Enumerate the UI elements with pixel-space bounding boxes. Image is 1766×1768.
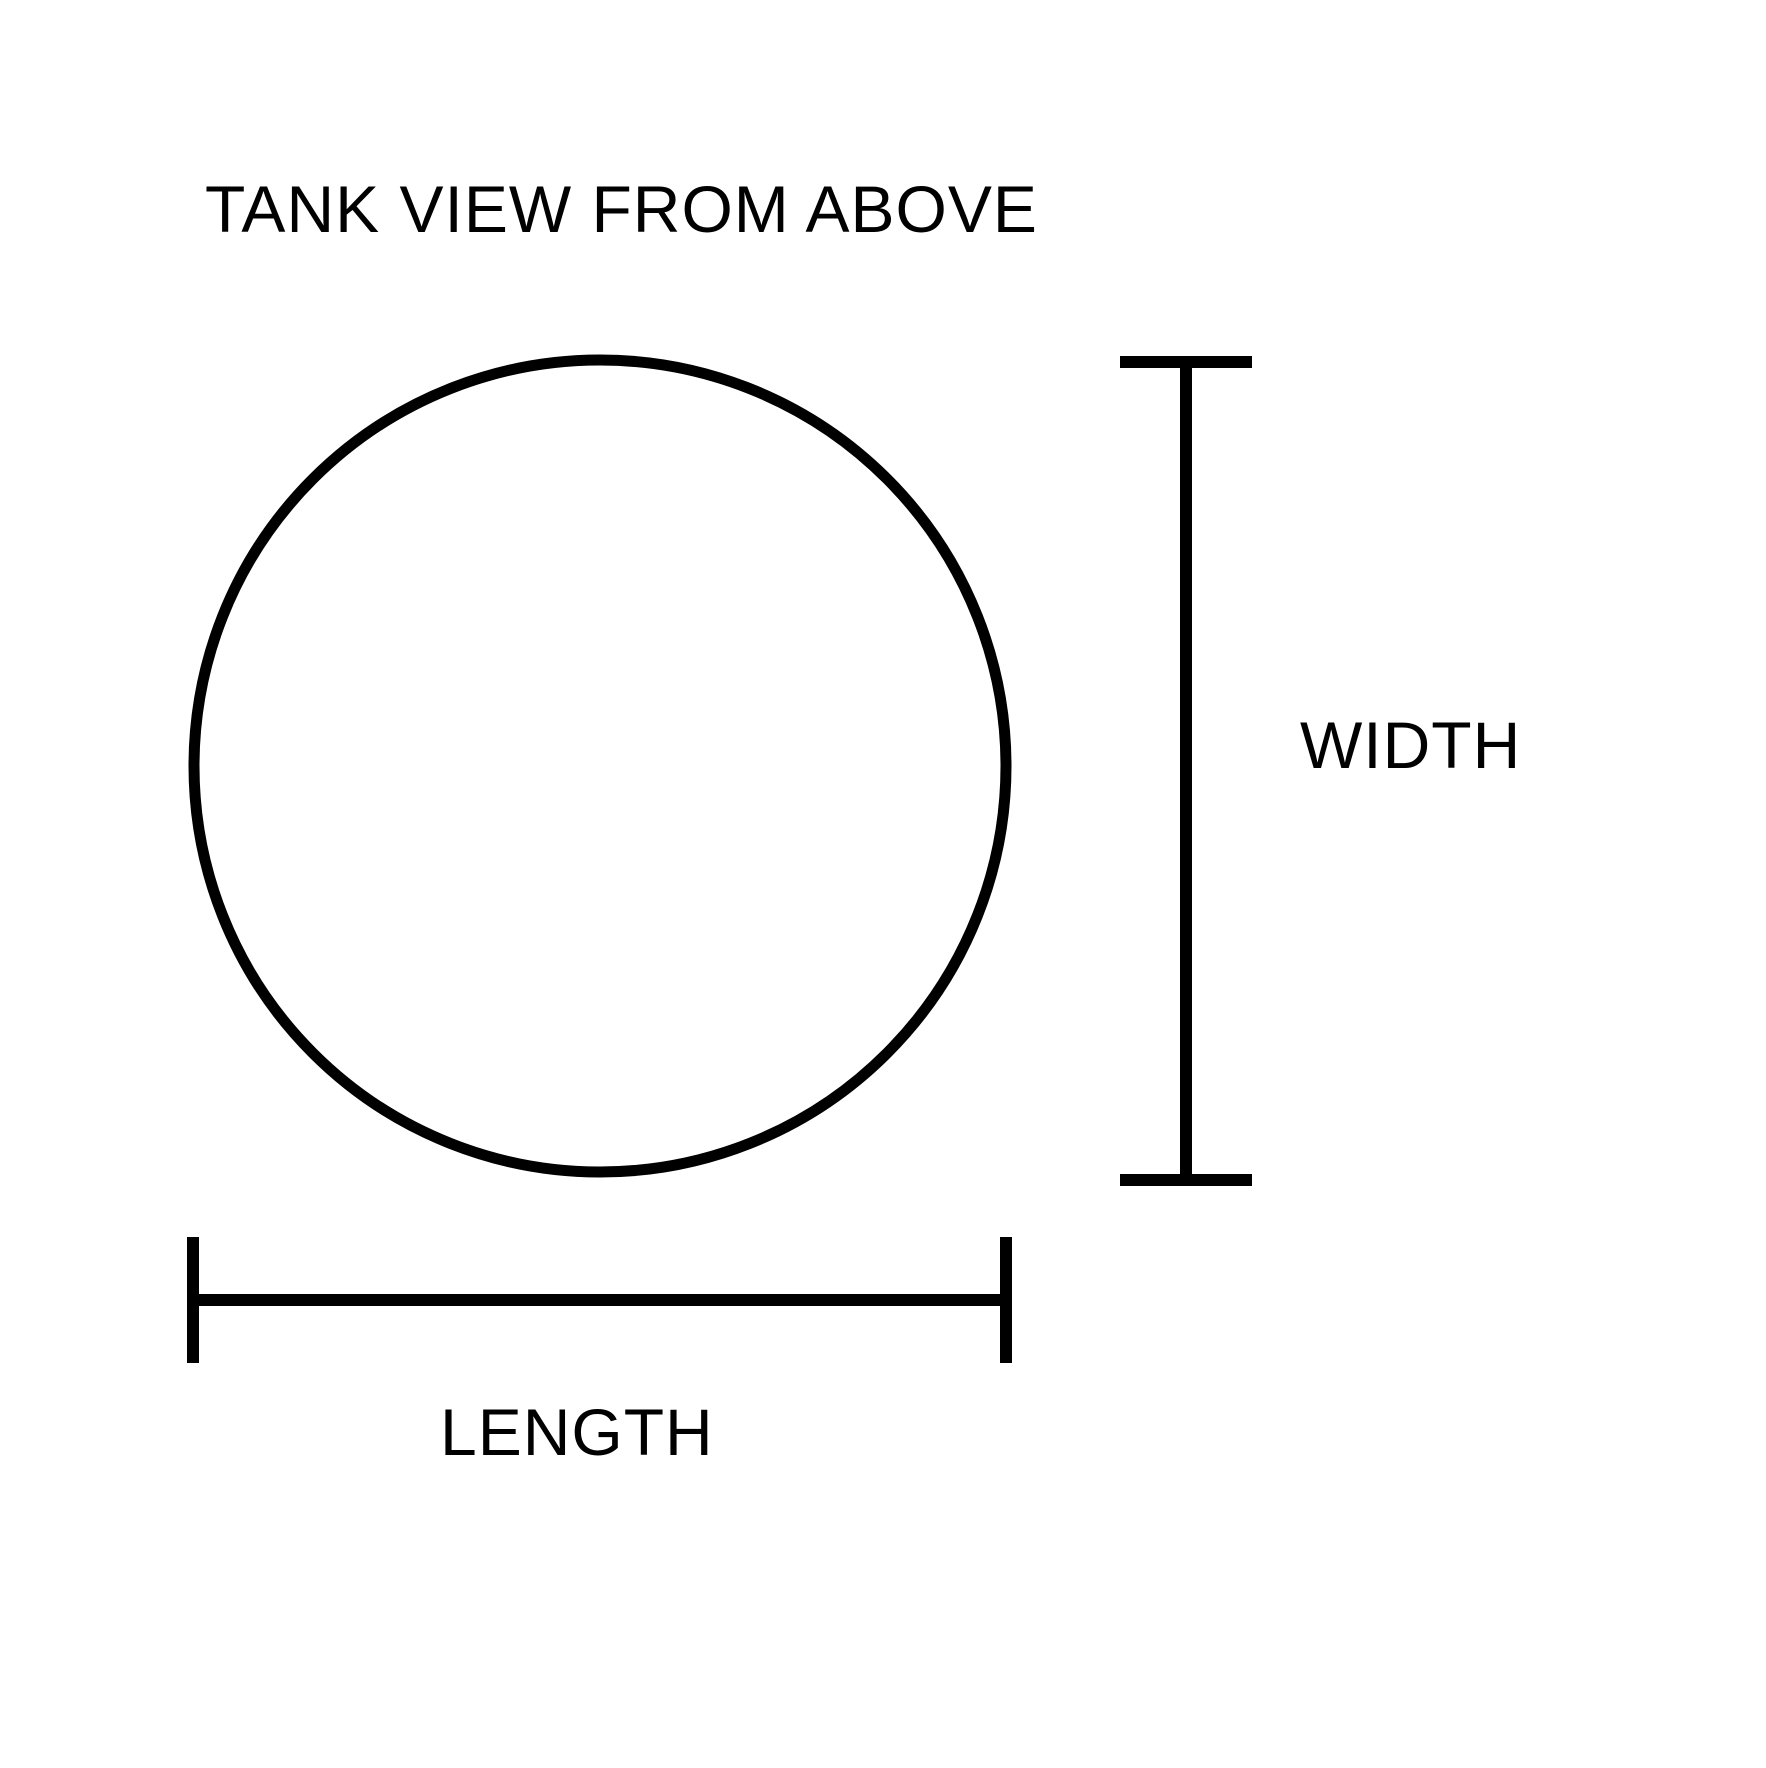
- diagram-title: TANK VIEW FROM ABOVE: [205, 172, 1038, 246]
- width-dimension-line: [1120, 356, 1252, 1186]
- length-label: LENGTH: [440, 1395, 714, 1469]
- length-dimension-line: [187, 1237, 1012, 1363]
- tank-circle: [188, 354, 1012, 1178]
- width-label: WIDTH: [1300, 708, 1521, 782]
